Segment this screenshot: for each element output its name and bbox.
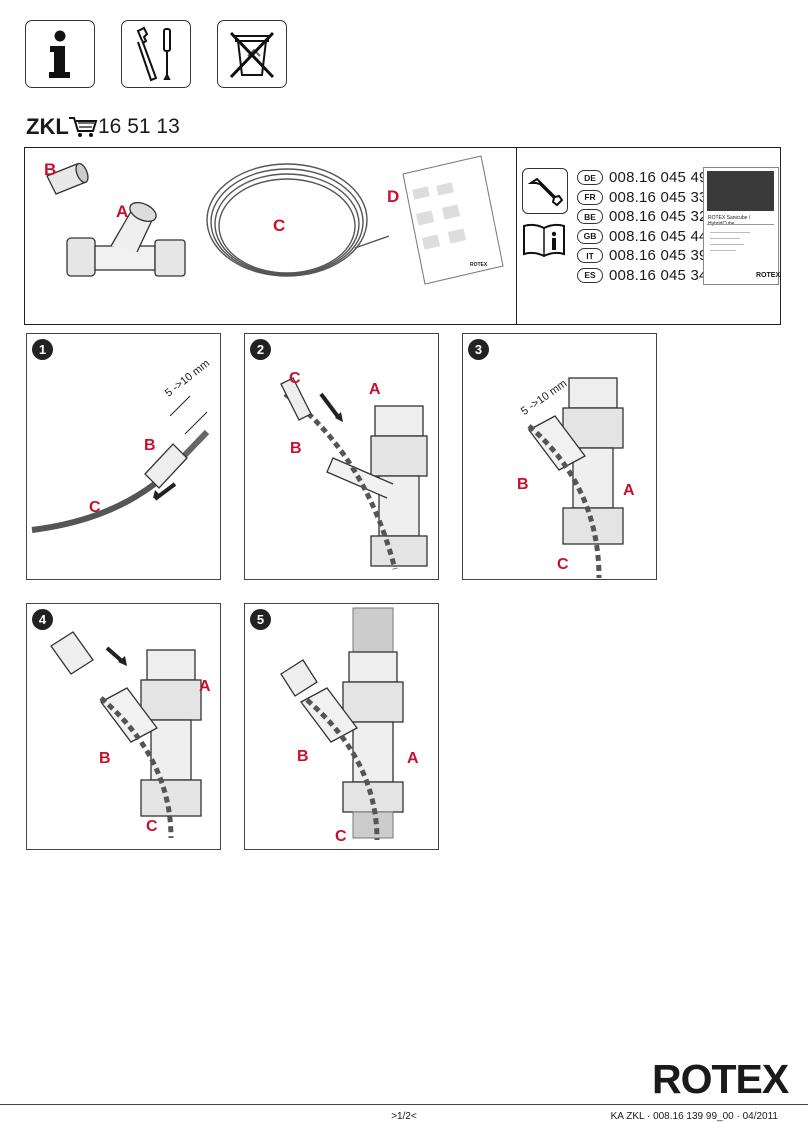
manual-thumbnail: ROTEX Sanicube / HybridCube ROTEX [703,167,781,285]
code-row: DE 008.16 045 49 [577,168,708,187]
step-label: B [99,750,111,767]
step-label: B [290,440,302,457]
step-label: A [407,750,419,767]
code-number: 008.16 045 39 [609,247,708,264]
code-number: 008.16 045 44 [609,227,708,245]
lang-badge: DE [577,170,603,185]
page-number: >1/2< [391,1111,417,1122]
part-a-valve [66,201,186,277]
step-number: 5 [250,609,271,630]
step-label: B [297,748,309,765]
rotex-logo: ROTEX [652,1056,789,1102]
step-2-panel: 2 C A B [244,333,439,580]
tools-icon [121,20,191,88]
part-c-coil [206,163,390,277]
part-label-b: B [44,160,57,179]
lang-badge: IT [577,248,603,263]
part-label-d: D [387,187,400,206]
step-label: C [146,818,158,835]
code-row: GB 008.16 045 44 [577,227,708,246]
step-number: 1 [32,339,53,360]
step-number: 3 [468,339,489,360]
parts-divider [516,147,517,325]
step-label: B [144,437,156,454]
shopping-cart-icon [67,114,99,140]
instruction-codes: DE 008.16 045 49 FR 008.16 045 33 BE 008.16… [577,168,708,285]
step-label: A [199,678,211,695]
step-number: 4 [32,609,53,630]
thumbnail-brand: ROTEX [756,272,781,279]
code-number: 008.16 045 49 [609,169,708,186]
step-label: A [623,482,635,499]
lang-badge: GB [577,228,603,244]
step-4-panel: 4 A B C [26,603,221,850]
document-reference: KA ZKL · 008.16 139 99_00 · 04/2011 [610,1111,778,1122]
code-number: 008.16 045 32 [609,208,708,225]
step-label: C [289,370,301,387]
part-label-a: A [116,202,129,221]
step-label: A [369,381,381,398]
code-row: ES 008.16 045 34 [577,266,708,285]
lang-badge: ES [577,267,603,283]
parts-illustration [46,155,504,285]
parts-box [24,147,781,325]
step-label: C [335,828,347,845]
step-number: 2 [250,339,271,360]
no-disposal-icon [217,20,287,88]
step-label: B [517,476,529,493]
part-d-leaflet [402,155,504,285]
lang-badge: BE [577,209,603,224]
code-row: BE 008.16 045 32 [577,207,708,226]
step-label: C [89,499,101,516]
code-number: 008.16 045 33 [609,188,708,206]
wrench-icon [522,168,568,214]
thumbnail-caption: ROTEX Sanicube / HybridCube [708,215,751,227]
code-number: 008.16 045 34 [609,266,708,284]
code-row: IT 008.16 045 39 [577,246,708,265]
part-label-c: C [273,216,286,235]
info-icon [25,20,95,88]
part-b-sleeve [46,162,89,195]
step-label: C [557,556,569,573]
footer-divider [0,1104,808,1105]
manual-info-icon [522,222,566,258]
leaflet-brand: ROTEX [470,262,488,268]
code-row: FR 008.16 045 33 [577,188,708,207]
step-3-panel: 3 B A C 5 ->10 mm [462,333,657,580]
step-1-panel: 1 B C 5 ->10 mm [26,333,221,580]
article-number: 16 51 13 [98,115,180,138]
product-title: ZKL [26,114,69,139]
step-5-panel: 5 B A C [244,603,439,850]
lang-badge: FR [577,189,603,205]
